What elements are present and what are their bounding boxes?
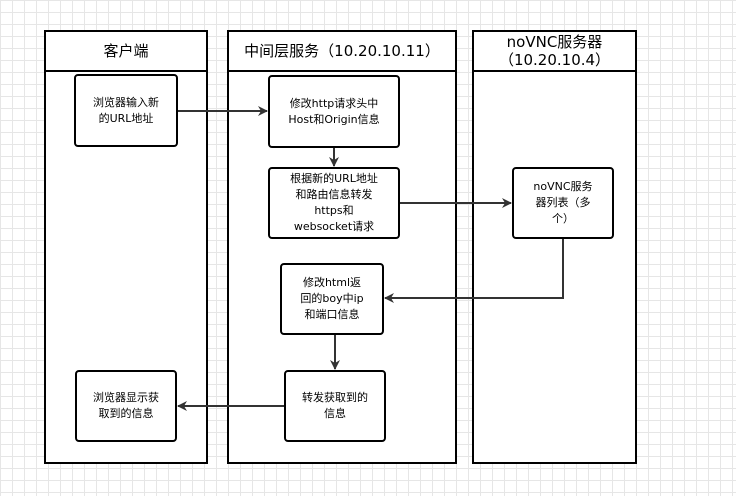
lane-novnc-header: noVNC服务器 （10.20.10.4） <box>474 32 635 72</box>
lane-novnc-title: noVNC服务器 （10.20.10.4） <box>498 33 611 69</box>
node-route-forward-label: 根据新的URL地址 和路由信息转发 https和 websocket请求 <box>290 172 378 233</box>
lane-client-title: 客户端 <box>103 42 149 60</box>
node-browser-input: 浏览器输入新 的URL地址 <box>74 74 178 147</box>
node-novnc-list: noVNC服务 器列表（多 个） <box>512 167 614 239</box>
node-forward-result: 转发获取到的 信息 <box>284 370 386 442</box>
lane-client-header: 客户端 <box>46 32 206 72</box>
lane-middle-title: 中间层服务（10.20.10.11） <box>244 42 440 60</box>
node-modify-html: 修改html返 回的boy中ip 和端口信息 <box>280 263 384 335</box>
node-browser-display: 浏览器显示获 取到的信息 <box>75 370 177 442</box>
node-modify-headers-label: 修改http请求头中 Host和Origin信息 <box>288 96 380 126</box>
node-forward-result-label: 转发获取到的 信息 <box>302 391 368 420</box>
node-modify-html-label: 修改html返 回的boy中ip 和端口信息 <box>300 276 364 321</box>
node-browser-display-label: 浏览器显示获 取到的信息 <box>93 391 159 420</box>
node-novnc-list-label: noVNC服务 器列表（多 个） <box>533 180 593 225</box>
node-browser-input-label: 浏览器输入新 的URL地址 <box>93 95 159 125</box>
lane-novnc: noVNC服务器 （10.20.10.4） <box>472 30 637 464</box>
node-route-forward: 根据新的URL地址 和路由信息转发 https和 websocket请求 <box>268 167 400 239</box>
lane-middle-header: 中间层服务（10.20.10.11） <box>229 32 455 72</box>
node-modify-headers: 修改http请求头中 Host和Origin信息 <box>268 75 400 148</box>
